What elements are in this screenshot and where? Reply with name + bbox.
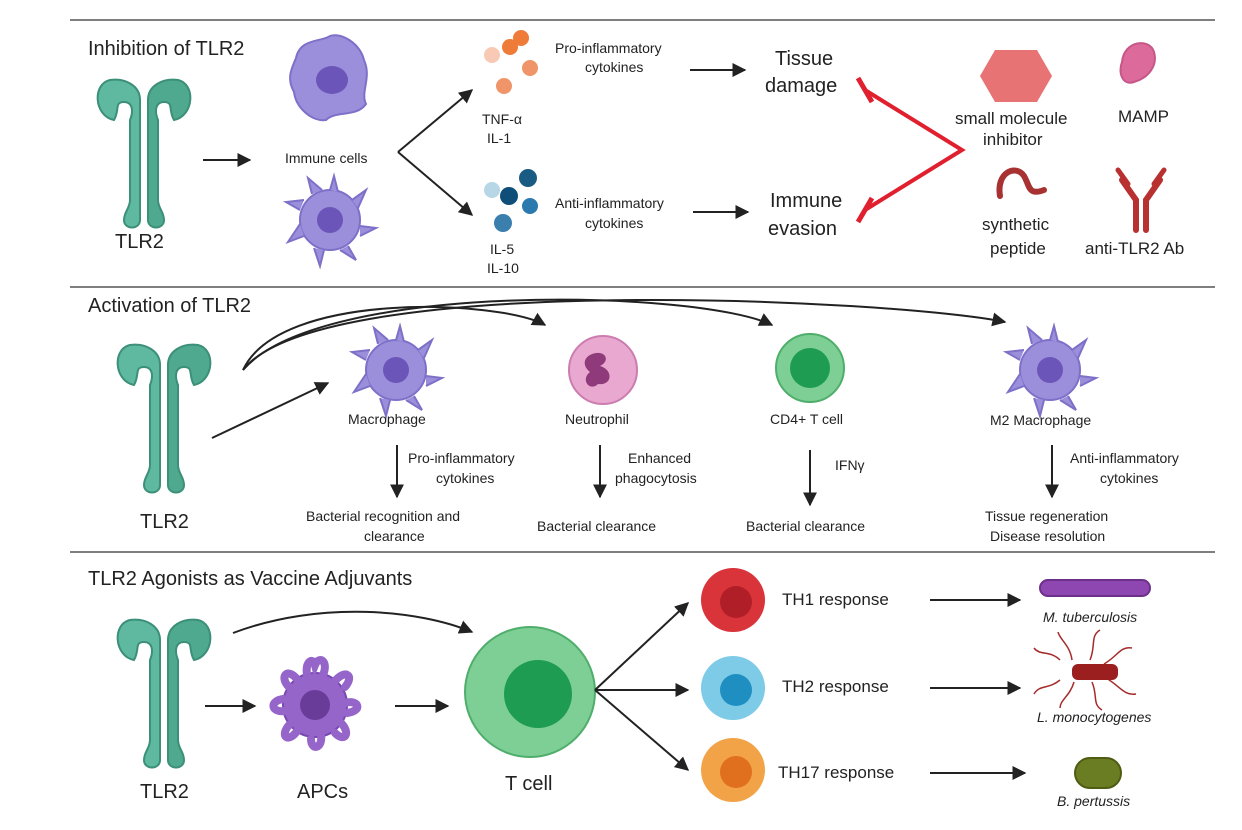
- macrophage-effect-1: Pro-inflammatory: [408, 450, 515, 466]
- th1-pathogen: M. tuberculosis: [1043, 609, 1137, 625]
- antibody-label: anti-TLR2 Ab: [1085, 239, 1184, 258]
- neutrophil-effect-1: Enhanced: [628, 450, 691, 466]
- pro-inflammatory-label-1: Pro-inflammatory: [555, 40, 662, 56]
- th17-label: TH17 response: [778, 763, 894, 782]
- macrophage-label: Macrophage: [348, 411, 426, 427]
- apc-icon: [273, 660, 357, 747]
- macrophage-effect-2: cytokines: [436, 470, 494, 486]
- th2-pathogen: L. monocytogenes: [1037, 709, 1151, 725]
- inhibition-title: Inhibition of TLR2: [88, 38, 244, 60]
- neutrophil-icon: [568, 335, 638, 405]
- macrophage-outcome-2: clearance: [364, 528, 425, 544]
- small-molecule-label-2: inhibitor: [983, 130, 1043, 149]
- pro-cytokine-dots-icon: [484, 30, 538, 94]
- cd4-effect: IFNγ: [835, 457, 865, 473]
- m2-outcome-2: Disease resolution: [990, 528, 1105, 544]
- macrophage-outcome-1: Bacterial recognition and: [306, 508, 460, 524]
- cd4-t-cell-label: CD4+ T cell: [770, 411, 843, 427]
- immune-evasion-label-2: evasion: [768, 218, 837, 240]
- peptide-label-2: peptide: [990, 239, 1046, 258]
- tlr2-label: TLR2: [115, 231, 164, 253]
- b-pertussis-icon: [1074, 757, 1122, 789]
- m2-outcome-1: Tissue regeneration: [985, 508, 1108, 524]
- m2-effect-2: cytokines: [1100, 470, 1158, 486]
- th2-label: TH2 response: [782, 677, 889, 696]
- m2-macrophage-label: M2 Macrophage: [990, 412, 1091, 428]
- th17-pathogen: B. pertussis: [1057, 793, 1130, 809]
- small-molecule-label-1: small molecule: [955, 109, 1067, 128]
- immune-evasion-label-1: Immune: [770, 190, 842, 212]
- macrophage-icon: [289, 34, 368, 122]
- mamp-icon: [1119, 42, 1156, 84]
- th1-label: TH1 response: [782, 590, 889, 609]
- th2-cell-icon: [701, 656, 765, 720]
- tissue-damage-label-2: damage: [765, 75, 837, 97]
- th17-cell-icon: [701, 738, 765, 802]
- t-cell-icon: [464, 626, 596, 758]
- anti-inflammatory-label-1: Anti-inflammatory: [555, 195, 664, 211]
- inhibition-lines-icon: [855, 76, 966, 224]
- pro-cytokine-names-1: TNF-α: [482, 111, 522, 127]
- tissue-damage-label-1: Tissue: [775, 48, 833, 70]
- tlr2-receptor-icon-2: [116, 343, 212, 494]
- neutrophil-effect-2: phagocytosis: [615, 470, 697, 486]
- pro-inflammatory-label-2: cytokines: [585, 59, 643, 75]
- peptide-label-1: synthetic: [982, 215, 1050, 234]
- anti-cytokine-names-2: IL-10: [487, 260, 519, 276]
- tlr2-receptor-icon: [96, 78, 192, 229]
- anti-cytokine-dots-icon: [484, 169, 538, 232]
- th1-cell-icon: [701, 568, 765, 632]
- cd4-t-cell-icon: [775, 333, 845, 403]
- pro-cytokine-names-2: IL-1: [487, 130, 511, 146]
- l-monocytogenes-icon: [1033, 629, 1137, 711]
- neutrophil-outcome: Bacterial clearance: [537, 518, 656, 534]
- cd4-outcome: Bacterial clearance: [746, 518, 865, 534]
- antibody-icon: [1115, 167, 1167, 233]
- immune-cells-label: Immune cells: [285, 150, 367, 166]
- tlr2-label-2: TLR2: [140, 511, 189, 533]
- tlr2-receptor-icon-3: [116, 618, 212, 769]
- apc-label: APCs: [297, 781, 348, 803]
- anti-cytokine-names-1: IL-5: [490, 241, 514, 257]
- m-tuberculosis-icon: [1039, 579, 1151, 597]
- vaccine-title: TLR2 Agonists as Vaccine Adjuvants: [88, 568, 412, 590]
- peptide-icon: [996, 167, 1047, 199]
- small-molecule-icon: [980, 50, 1052, 102]
- macrophage-icon-2: [351, 325, 443, 417]
- anti-inflammatory-label-2: cytokines: [585, 215, 643, 231]
- neutrophil-label: Neutrophil: [565, 411, 629, 427]
- activation-title: Activation of TLR2: [88, 295, 251, 317]
- m2-macrophage-icon: [1005, 325, 1097, 417]
- m2-effect-1: Anti-inflammatory: [1070, 450, 1179, 466]
- t-cell-label: T cell: [505, 773, 552, 795]
- mamp-label: MAMP: [1118, 107, 1169, 126]
- dendritic-cell-icon: [285, 175, 377, 267]
- tlr2-label-3: TLR2: [140, 781, 189, 803]
